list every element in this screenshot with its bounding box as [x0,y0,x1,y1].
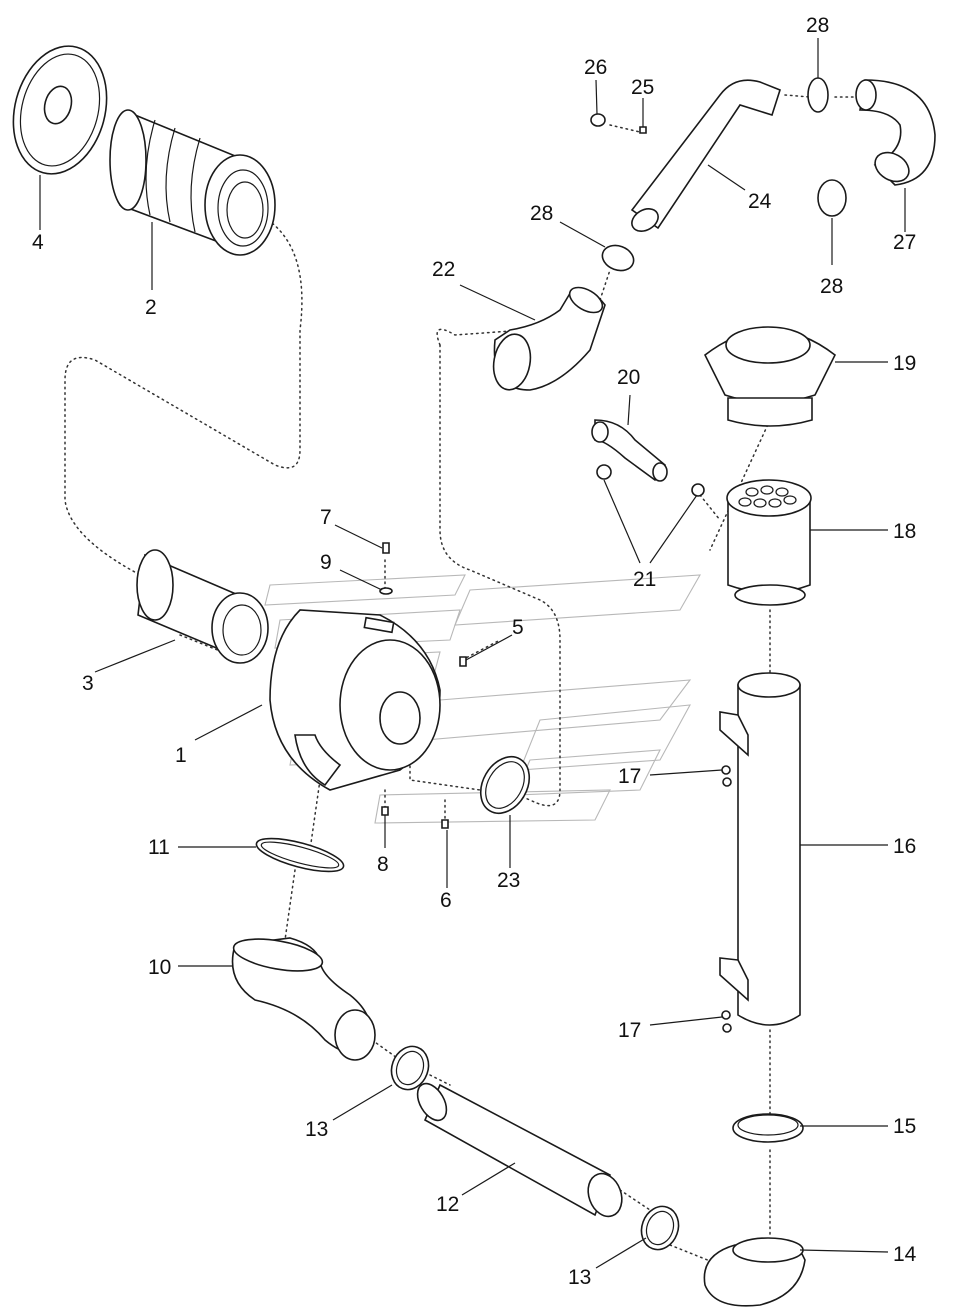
callout-20: 20 [617,366,640,389]
callout-22: 22 [432,258,455,281]
part-3-secondary-filter [136,549,269,664]
callout-4: 4 [32,231,44,254]
part-22-elbow [492,286,606,391]
callout-28b: 28 [806,14,829,37]
callout-24: 24 [748,190,772,213]
part-12-tube [416,1082,623,1218]
part-1-housing [269,609,441,791]
callout-26: 26 [584,56,607,79]
part-15-clamp [732,1113,804,1143]
callout-13b: 13 [568,1266,591,1289]
callout-21: 21 [633,568,656,591]
callout-17a: 17 [618,765,641,788]
part-4-cover [12,45,108,175]
part-28-clamps [601,77,847,272]
callout-16: 16 [893,835,916,858]
callout-8: 8 [377,853,389,876]
callout-25: 25 [631,76,654,99]
callout-3: 3 [82,672,94,695]
callout-28c: 28 [820,275,843,298]
part-27-elbow [855,79,936,186]
callout-10: 10 [148,956,171,979]
callout-13a: 13 [305,1118,328,1141]
callout-28a: 28 [530,202,553,225]
callout-17b: 17 [618,1019,641,1042]
callout-12: 12 [436,1193,459,1216]
part-16-pipe [719,672,801,1033]
callout-9: 9 [320,551,332,574]
callout-14: 14 [893,1243,917,1266]
callout-19: 19 [893,352,916,375]
part-18-precleaner [726,479,812,606]
callout-11: 11 [148,836,170,859]
part-10-adapter [231,937,376,1061]
part-25-26-fasteners [590,113,647,134]
callout-6: 6 [440,889,452,912]
part-19-cap [703,326,837,427]
callout-2: 2 [145,296,157,319]
callout-23: 23 [497,869,520,892]
part-21-clamps [596,464,705,497]
part-14-elbow [703,1237,806,1307]
callout-27: 27 [893,231,916,254]
leader-lines [39,38,906,1269]
part-2-filter [109,109,276,256]
part-20-hose [591,419,668,482]
assembly-guide-lines [64,94,861,1266]
callout-labels: 4 2 3 1 7 9 5 8 6 23 11 10 13 12 13 14 1… [32,14,917,1289]
callout-18: 18 [893,520,916,543]
callout-5: 5 [512,616,524,639]
callout-7: 7 [320,506,332,529]
callout-15: 15 [893,1115,916,1138]
callout-1: 1 [175,744,187,767]
fasteners [379,542,467,829]
part-23-clamp [479,755,531,815]
part-24-pipe [630,79,781,232]
part-13-clamps [390,1045,680,1251]
part-11-clamp [255,837,345,873]
